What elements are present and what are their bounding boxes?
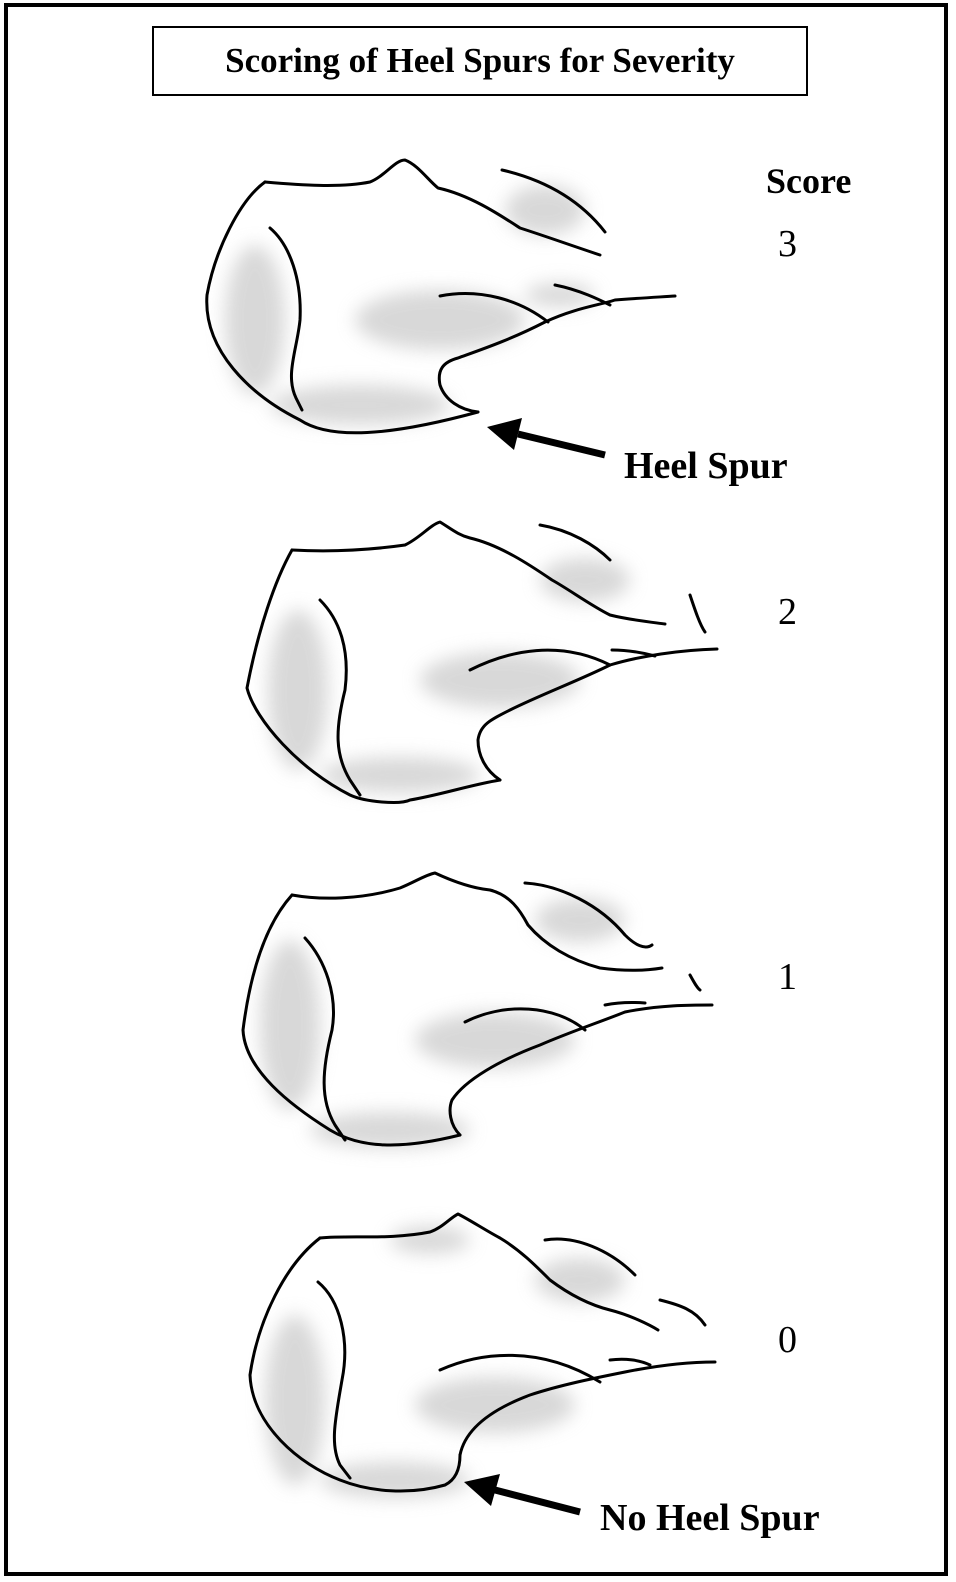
heel-bone-score-3: [207, 160, 675, 433]
heel-bone-score-1: [243, 873, 712, 1148]
heel-spur-arrow: [487, 418, 605, 455]
heel-bone-score-2: [247, 522, 717, 802]
heel-bone-score-0: [250, 1214, 715, 1498]
no-heel-spur-arrow: [464, 1474, 580, 1512]
